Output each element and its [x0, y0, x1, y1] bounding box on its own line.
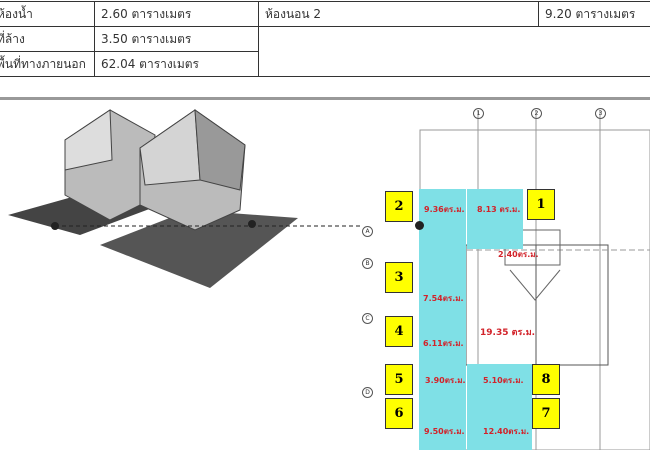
row-label: ห้องนอน 2 [258, 1, 539, 27]
zone-area-label: 6.11ตร.ม. [423, 339, 464, 348]
zone-area [467, 189, 523, 249]
zone-marker-3: 3 [385, 262, 413, 293]
view-point-marker [415, 221, 424, 230]
grid-col-marker: 1 [473, 108, 484, 119]
zone-area-label: 3.90ตร.ม. [425, 376, 466, 385]
zone-area-label: 7.54ตร.ม. [423, 294, 464, 303]
grid-row-marker: C [362, 313, 373, 324]
zone-area [467, 364, 532, 450]
zone-area-label: 9.36ตร.ม. [424, 205, 465, 214]
zone-area-label: 8.13 ตร.ม. [477, 205, 521, 214]
row-label: พื้นที่ทางภายนอก [0, 51, 95, 77]
zone-marker-5: 5 [385, 364, 413, 395]
zone-area [419, 189, 466, 450]
grid-col-marker: 3 [595, 108, 606, 119]
grid-row-marker: B [362, 258, 373, 269]
zone-marker-7: 7 [532, 398, 560, 429]
row-value: 9.20 ตารางเมตร [538, 1, 650, 27]
row-label: ห้องน้ำ [0, 1, 95, 27]
divider [0, 97, 650, 100]
zone-area-label: 9.50ตร.ม. [424, 427, 465, 436]
zone-marker-8: 8 [532, 364, 560, 395]
stair-area-label: 2.40ตร.ม. [498, 250, 539, 259]
row-value: 62.04 ตารางเมตร [94, 51, 259, 77]
row-value: 3.50 ตารางเมตร [94, 26, 259, 52]
zone-marker-4: 4 [385, 316, 413, 347]
grid-row-marker: D [362, 387, 373, 398]
grid-col-marker: 2 [531, 108, 542, 119]
empty-cell [258, 26, 650, 77]
row-label: ที่ล้าง [0, 26, 95, 52]
zone-area-label: 12.40ตร.ม. [483, 427, 530, 436]
grid-row-marker: A [362, 226, 373, 237]
row-value: 2.60 ตารางเมตร [94, 1, 259, 27]
house-3d-illustration [8, 108, 360, 288]
zone-area-label: 5.10ตร.ม. [483, 376, 524, 385]
main-area-label: 19.35 ตร.ม. [480, 328, 536, 338]
zone-marker-1: 1 [527, 189, 555, 220]
zone-marker-2: 2 [385, 191, 413, 222]
zone-marker-6: 6 [385, 398, 413, 429]
